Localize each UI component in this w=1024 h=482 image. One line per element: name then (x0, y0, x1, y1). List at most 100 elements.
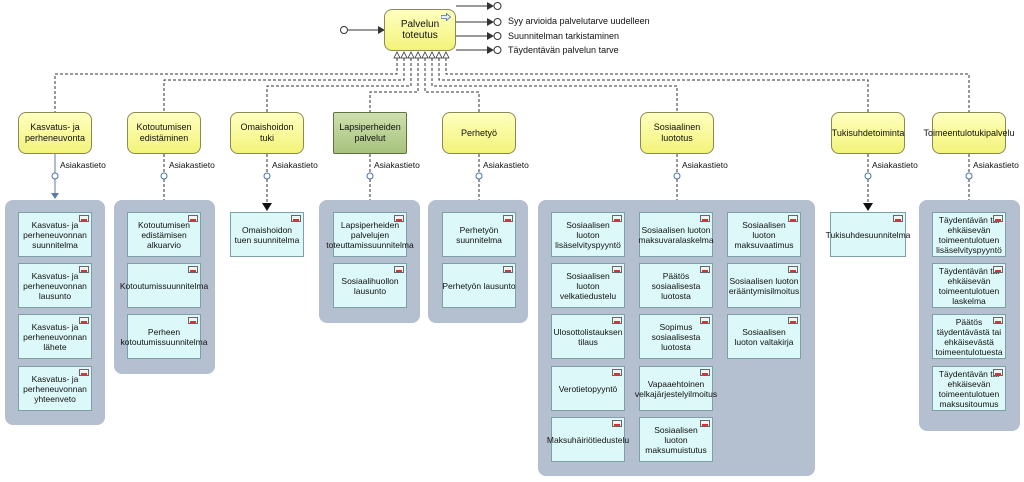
document[interactable]: Sosiaalisen luoton valtakirja (727, 314, 801, 359)
document[interactable]: Sosiaalisen luoton erääntymisilmoitus (727, 263, 801, 308)
document-icon (893, 215, 903, 222)
document-label: Sosiaalisen luoton erääntymisilmoitus (728, 275, 800, 296)
document-label: Verotietopyyntö (558, 383, 618, 394)
data-object-marker (51, 172, 59, 180)
process-sosiaalinen-luototus[interactable]: Sosiaalinen luototus (640, 112, 714, 154)
flow-label: Asiakastieto (374, 160, 420, 170)
document-icon (612, 369, 622, 376)
document[interactable]: Sosiaalihuollon lausunto (333, 263, 407, 308)
document-icon (503, 266, 513, 273)
document[interactable]: Täydentävän tai ehkäisevän toimeentulotu… (932, 366, 1006, 411)
document[interactable]: Kasvatus- ja perheneuvonnan lausunto (18, 263, 92, 308)
process-label: Toimeentulotukipalvelu (923, 127, 1015, 138)
document[interactable]: Perhetyön lausunto (442, 263, 516, 308)
gate-triangle (400, 51, 408, 59)
document-icon (188, 266, 198, 273)
process-link-line (445, 58, 970, 112)
document-label: Täydentävän tai ehkäisevän toimeentulotu… (938, 368, 1000, 409)
output-connector-2-end-circle (493, 32, 502, 40)
document-icon (188, 317, 198, 324)
document-label: Omaishoidon tuen suunnitelma (234, 224, 300, 245)
document-icon (993, 317, 1003, 324)
document[interactable]: Kasvatus- ja perheneuvonnan lähete (18, 314, 92, 359)
document-label: Päätös täydentävästä tai ehkäisevästä to… (935, 316, 1003, 357)
document-label: Vapaaehtoinen velkajärjestelyilmoitus (634, 378, 718, 399)
flow-label: Asiakastieto (682, 160, 728, 170)
document[interactable]: Kasvatus- ja perheneuvonnan suunnitelma (18, 212, 92, 257)
gate-triangle (442, 51, 450, 59)
document[interactable]: Sosiaalisen luoton maksumuistutus (639, 417, 713, 462)
document-label: Sosiaalisen luoton maksuvaralaskelma (638, 224, 714, 245)
document[interactable]: Sosiaalisen luoton velkatiedustelu (551, 263, 625, 308)
document-icon (612, 215, 622, 222)
document[interactable]: Perhetyön suunnitelma (442, 212, 516, 257)
data-object-marker (673, 172, 681, 180)
document-icon (612, 420, 622, 427)
document[interactable]: Tukisuhdesuunnitelma (826, 212, 910, 257)
process-label: Tukisuhdetoiminta (831, 127, 905, 138)
process-kasvatus-perheneuvonta[interactable]: Kasvatus- ja perheneuvonta (18, 112, 92, 154)
document[interactable]: Ulosottolistauksen tilaus (551, 314, 625, 359)
document-icon (700, 420, 710, 427)
output-connector-1-arrowhead (487, 18, 494, 26)
document[interactable]: Sopimus sosiaalisesta luotosta (639, 314, 713, 359)
process-tukisuhdetoiminta[interactable]: Tukisuhdetoiminta (831, 112, 905, 154)
process-arrow-icon (441, 13, 451, 21)
document-icon (79, 266, 89, 273)
document[interactable]: Omaishoidon tuen suunnitelma (230, 212, 304, 257)
data-flow-arrowhead (51, 193, 59, 199)
document[interactable]: Sosiaalisen luoton maksuvaatimus (727, 212, 801, 257)
process-perhetyo[interactable]: Perhetyö (442, 112, 516, 154)
document[interactable]: Päätös täydentävästä tai ehkäisevästä to… (932, 314, 1006, 359)
document-icon (993, 215, 1003, 222)
data-object-marker (263, 172, 271, 180)
document-label: Kasvatus- ja perheneuvonnan yhteenveto (23, 373, 87, 404)
document-label: Ulosottolistauksen tilaus (553, 326, 623, 347)
main-process[interactable]: Palvelun toteutus (384, 9, 456, 51)
process-toimeentulotukipalvelu[interactable]: Toimeentulotukipalvelu (923, 112, 1015, 154)
flow-label: Asiakastieto (60, 160, 106, 170)
document-label: Sosiaalisen luoton valtakirja (734, 326, 794, 347)
data-flow-arrowhead (262, 203, 272, 211)
process-kotoutumisen-edistaminen[interactable]: Kotoutumisen edistäminen (127, 112, 201, 154)
document-label: Päätös sosiaalisesta luotosta (651, 270, 701, 301)
document[interactable]: Täydentävän tai ehkäisevän toimeentulotu… (932, 263, 1006, 308)
data-object-marker (160, 172, 168, 180)
document-icon (79, 215, 89, 222)
data-object-marker (475, 172, 483, 180)
document-icon (700, 369, 710, 376)
document[interactable]: Sosiaalisen luoton lisäselvityspyyntö (551, 212, 625, 257)
gate-triangle (428, 51, 436, 59)
document-icon (291, 215, 301, 222)
process-omaishoidon-tuki[interactable]: Omaishoidon tuki (230, 112, 304, 154)
document[interactable]: Perheen kotoutumissuunnitelma (121, 314, 207, 359)
document[interactable]: Sosiaalisen luoton maksuvaralaskelma (638, 212, 714, 257)
document-label: Tukisuhdesuunnitelma (825, 229, 911, 240)
output-connector-2-arrowhead (487, 32, 494, 40)
process-label: Kotoutumisen edistäminen (136, 122, 192, 143)
document[interactable]: Kotoutumissuunnitelma (120, 263, 208, 308)
document-label: Kotoutumissuunnitelma (119, 280, 209, 291)
document-label: Täydentävän tai ehkäisevän toimeentulotu… (938, 265, 1000, 306)
document[interactable]: Vapaaehtoinen velkajärjestelyilmoitus (635, 366, 717, 411)
document[interactable]: Päätös sosiaalisesta luotosta (639, 263, 713, 308)
document[interactable]: Lapsiperheiden palvelujen toteuttamissuu… (326, 212, 414, 257)
document-label: Lapsiperheiden palvelujen toteuttamissuu… (326, 219, 414, 250)
document[interactable]: Maksuhäiriötiedustelu (547, 417, 629, 462)
process-label: Lapsiperheiden palvelut (339, 122, 401, 143)
data-flow-arrowhead (863, 203, 873, 211)
document[interactable]: Täydentävän tai ehkäisevän toimeentulotu… (932, 212, 1006, 257)
data-object-marker (366, 172, 374, 180)
document-icon (700, 266, 710, 273)
document[interactable]: Verotietopyyntö (551, 366, 625, 411)
process-lapsiperheiden-palvelut[interactable]: Lapsiperheiden palvelut (333, 112, 407, 154)
document-label: Kasvatus- ja perheneuvonnan lähete (23, 321, 87, 352)
output-connector-0-arrowhead (487, 2, 494, 10)
flow-label: Asiakastieto (169, 160, 215, 170)
document[interactable]: Kasvatus- ja perheneuvonnan yhteenveto (18, 366, 92, 411)
document-label: Sosiaalisen luoton velkatiedustelu (559, 270, 617, 301)
document-icon (79, 317, 89, 324)
document[interactable]: Kotoutumisen edistämisen alkuarvio (127, 212, 201, 257)
document-icon (700, 317, 710, 324)
data-object-marker (965, 172, 973, 180)
